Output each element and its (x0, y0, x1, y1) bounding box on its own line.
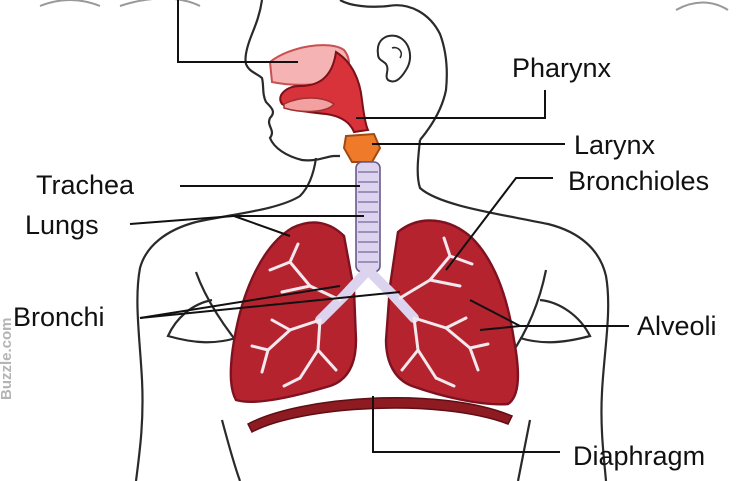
leader-line-top (178, 0, 298, 62)
label-larynx: Larynx (574, 132, 655, 159)
larynx-shape (344, 134, 380, 162)
label-trachea: Trachea (36, 172, 134, 199)
label-bronchi: Bronchi (13, 304, 105, 331)
label-lungs: Lungs (25, 212, 99, 239)
label-pharynx: Pharynx (512, 55, 611, 82)
label-alveoli: Alveoli (637, 313, 717, 340)
leader-line-lungs-2 (234, 216, 290, 236)
leader-line-pharynx (356, 90, 545, 118)
label-bronchioles: Bronchioles (568, 168, 709, 195)
watermark: Buzzle.com (0, 308, 15, 400)
left-lung (231, 222, 356, 401)
label-diaphragm: Diaphragm (573, 443, 705, 470)
